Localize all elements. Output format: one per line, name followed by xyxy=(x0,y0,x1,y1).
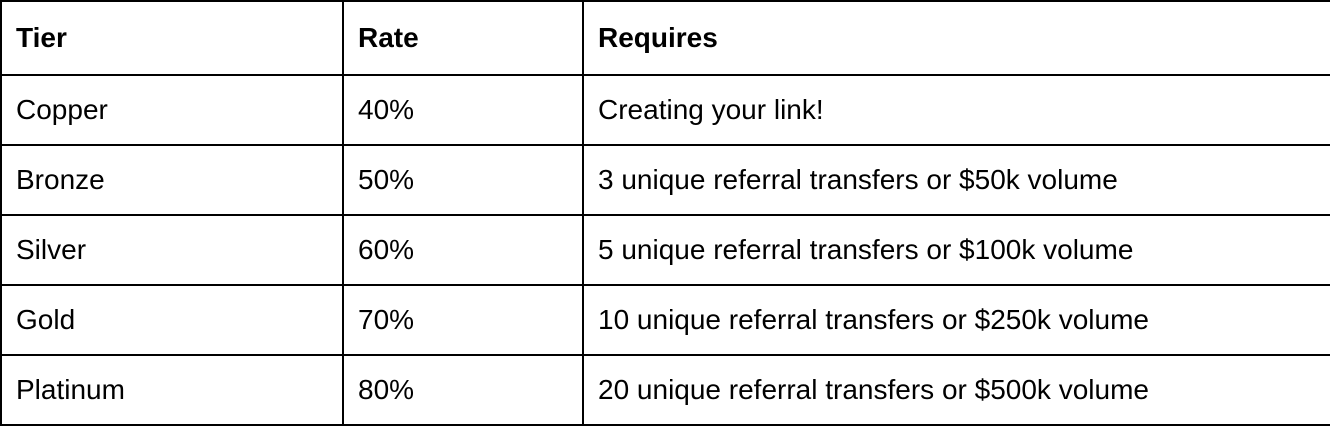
table-header-row: Tier Rate Requires xyxy=(0,0,1330,76)
table-row: Gold 70% 10 unique referral transfers or… xyxy=(0,284,1330,356)
rate-cell: 40% xyxy=(342,74,584,146)
table-row: Bronze 50% 3 unique referral transfers o… xyxy=(0,144,1330,216)
rate-cell: 60% xyxy=(342,214,584,286)
tier-cell: Gold xyxy=(0,284,344,356)
table-row: Copper 40% Creating your link! xyxy=(0,74,1330,146)
requires-cell: 5 unique referral transfers or $100k vol… xyxy=(582,214,1330,286)
tier-cell: Copper xyxy=(0,74,344,146)
requires-cell: 20 unique referral transfers or $500k vo… xyxy=(582,354,1330,426)
requires-cell: Creating your link! xyxy=(582,74,1330,146)
rate-cell: 50% xyxy=(342,144,584,216)
tier-cell: Platinum xyxy=(0,354,344,426)
rate-cell: 70% xyxy=(342,284,584,356)
requires-cell: 10 unique referral transfers or $250k vo… xyxy=(582,284,1330,356)
header-tier: Tier xyxy=(0,0,344,76)
rate-cell: 80% xyxy=(342,354,584,426)
tier-cell: Silver xyxy=(0,214,344,286)
requires-cell: 3 unique referral transfers or $50k volu… xyxy=(582,144,1330,216)
header-rate: Rate xyxy=(342,0,584,76)
tier-cell: Bronze xyxy=(0,144,344,216)
header-requires: Requires xyxy=(582,0,1330,76)
table-row: Silver 60% 5 unique referral transfers o… xyxy=(0,214,1330,286)
table-row: Platinum 80% 20 unique referral transfer… xyxy=(0,354,1330,426)
